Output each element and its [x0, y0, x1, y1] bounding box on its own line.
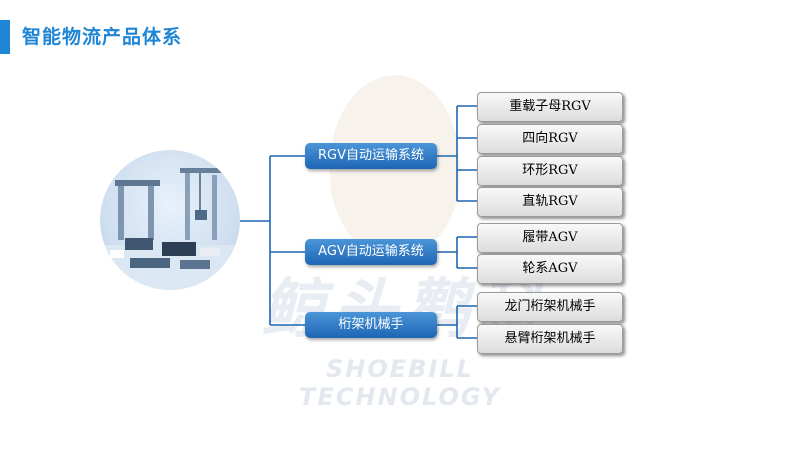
- logistics-illustration: [100, 150, 240, 290]
- category-gantry-robot: 桁架机械手: [305, 312, 437, 338]
- leaf-heavy-mother-rgv: 重载子母RGV: [477, 92, 623, 122]
- leaf-four-way-rgv: 四向RGV: [477, 124, 623, 154]
- leaf-cantilever-manipulator: 悬臂桁架机械手: [477, 324, 623, 354]
- title-accent-bar: [0, 20, 10, 54]
- category-agv: AGV自动运输系统: [305, 239, 437, 265]
- leaf-gantry-manipulator: 龙门桁架机械手: [477, 292, 623, 322]
- leaf-straight-rail-rgv: 直轨RGV: [477, 187, 623, 217]
- category-rgv: RGV自动运输系统: [305, 143, 437, 169]
- page-title: 智能物流产品体系: [22, 26, 183, 48]
- leaf-loop-rgv: 环形RGV: [477, 156, 623, 186]
- leaf-wheeled-agv: 轮系AGV: [477, 254, 623, 284]
- watermark-text-en: SHOEBILL TECHNOLOGY: [299, 355, 501, 411]
- leaf-tracked-agv: 履带AGV: [477, 223, 623, 253]
